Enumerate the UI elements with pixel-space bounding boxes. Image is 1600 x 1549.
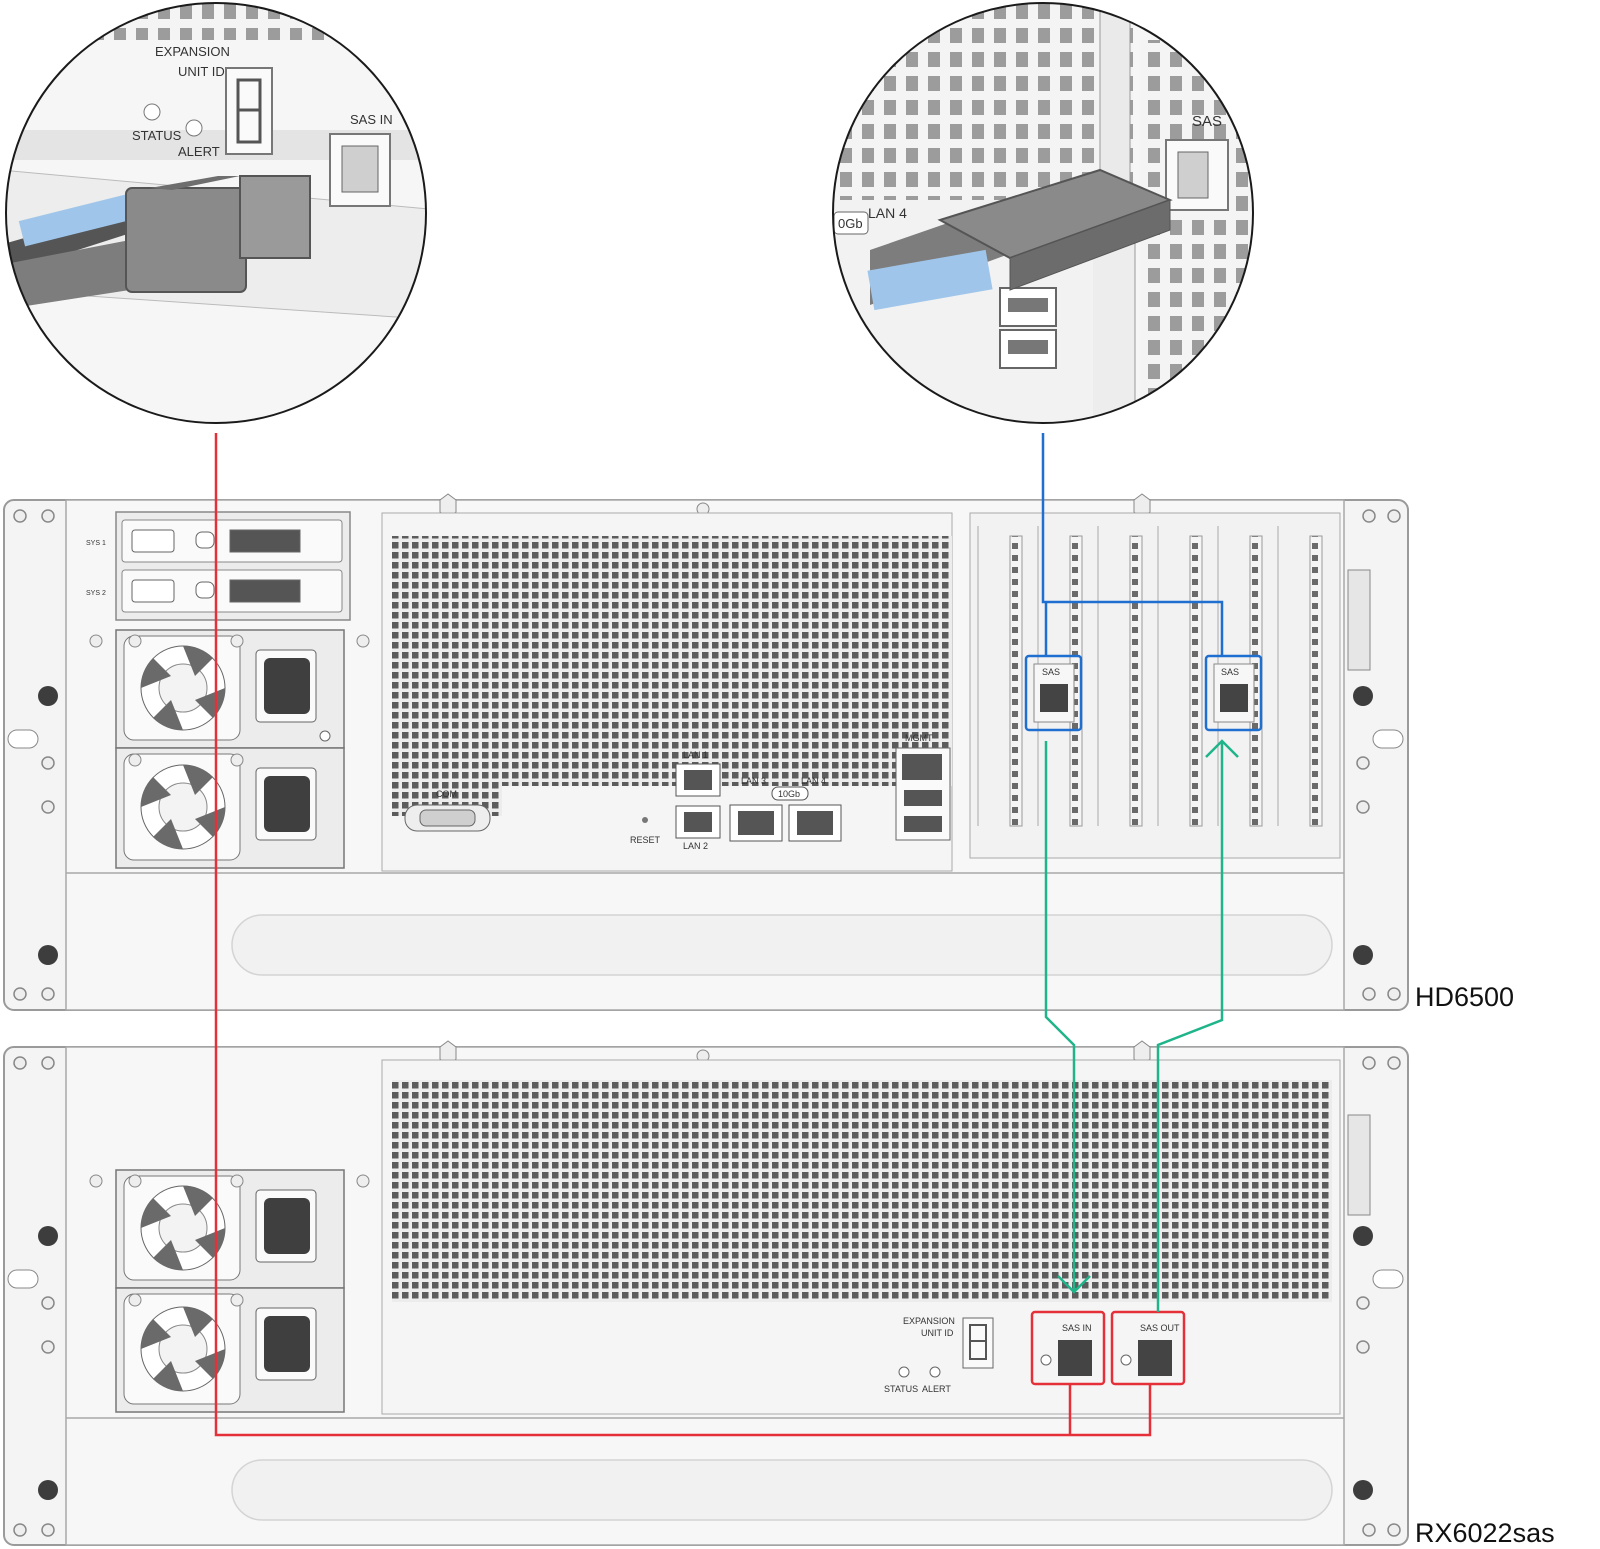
green-sas-cables [1044,739,1239,1312]
status-label: STATUS [884,1384,918,1394]
lan3-label: LAN 3 [741,776,766,786]
zoom-left-unit-id-2: UNIT ID [178,64,225,79]
com-label: COM [436,789,457,799]
reset-label: RESET [630,835,661,845]
lan2-label: LAN 2 [683,841,708,851]
primary-unit: SYS 1 SYS 2 [3,493,1409,1011]
zoom-right-tengb: 0Gb [838,216,863,231]
primary-psu-1 [115,629,345,749]
tengb-label: 10Gb [778,789,800,799]
sas-a-label: SAS [1042,667,1060,677]
primary-psu-2 [115,747,345,869]
sas-out-label: SAS OUT [1140,1323,1180,1333]
alert-label: ALERT [922,1384,951,1394]
zoom-right-lan4: LAN 4 [868,205,907,221]
expansion-sas-out-port: SAS OUT [1110,1310,1186,1386]
com-port: COM [404,789,491,832]
expansion-status-panel: EXPANSION UNIT ID STATUS ALERT [884,1316,994,1394]
sas-b-label: SAS [1221,667,1239,677]
primary-vent-grille [392,536,952,786]
hba-sas-port-a: SAS [1024,654,1083,732]
zoom-left-status: STATUS [132,128,182,143]
zoom-left-sas-in: SAS IN [350,112,393,127]
sys2-label: SYS 2 [86,590,106,597]
hba-sas-port-b: SAS [1204,654,1263,732]
zoom-hba-sas-port: SAS LAN 4 0Gb [832,2,1254,424]
blue-callout-line [1041,433,1224,656]
lan-ports: LAN 1 LAN 2 LAN 3 LAN 4 10Gb [675,750,842,851]
status-led [898,1366,910,1378]
exp-unit-id-label-1: EXPANSION [903,1316,955,1326]
expansion-vent-grille [392,1080,1332,1302]
zoom-left-alert: ALERT [178,144,220,159]
alert-led [929,1366,941,1378]
expansion-device-label: RX6022sas [1415,1518,1555,1548]
zoom-right-sas: SAS [1192,113,1222,130]
zoom-left-unit-id-1: EXPANSION [155,44,230,59]
mgmt-label: MGMT [905,733,933,743]
zoom-expansion-sas-in: EXPANSION UNIT ID STATUS ALERT SAS IN [5,2,427,424]
expansion-sas-in-port: SAS IN [1030,1310,1106,1386]
sas-in-label: SAS IN [1062,1323,1092,1333]
mgmt-port: MGMT [895,733,951,841]
exp-unit-id-label-2: UNIT ID [921,1328,954,1338]
lan4-label: LAN 4 [801,776,826,786]
expansion-psu-2 [115,1287,345,1413]
expansion-psu-1 [115,1169,345,1289]
pcie-slots [1009,535,1323,827]
lan1-label: LAN 1 [683,750,708,760]
primary-device-label: HD6500 [1415,982,1515,1012]
red-callout-line [214,433,1152,1437]
expansion-unit: EXPANSION UNIT ID STATUS ALERT SAS IN SA… [3,1040,1409,1546]
sys1-label: SYS 1 [86,540,106,547]
